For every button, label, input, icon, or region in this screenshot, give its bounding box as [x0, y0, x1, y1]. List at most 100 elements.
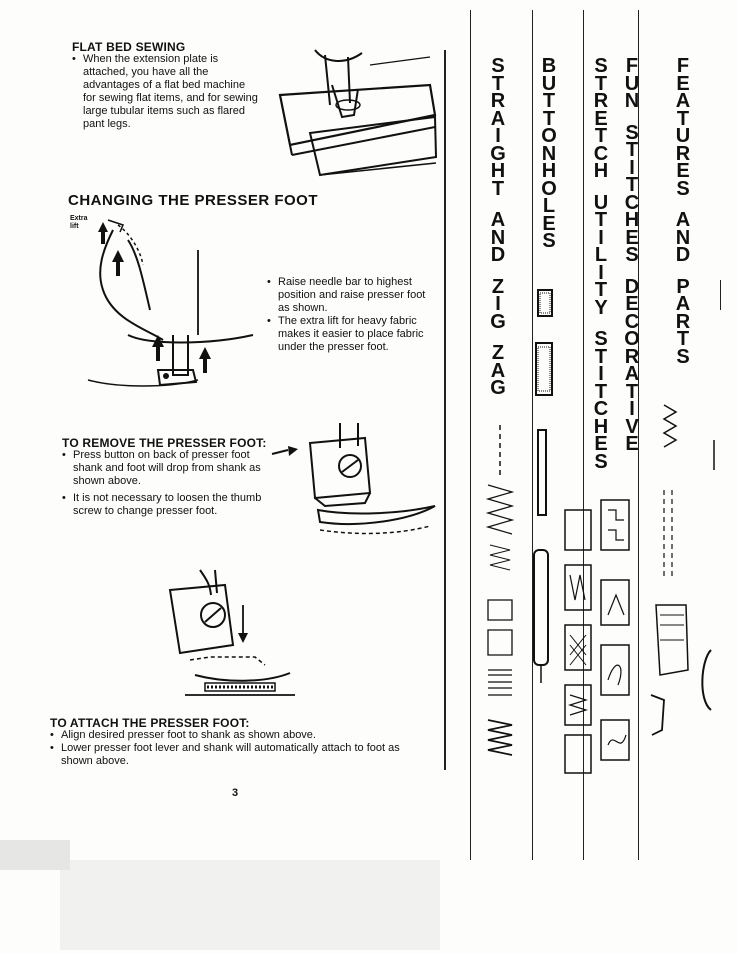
tab-letter: P [676, 275, 690, 298]
tab-letter: T [676, 328, 690, 350]
remove-foot-bullet: It is not necessary to loosen the thumb … [60, 492, 270, 518]
scan-noise [0, 840, 440, 950]
tab-letter: T [542, 107, 556, 130]
tab-letter: T [594, 72, 608, 95]
tab-letter: E [625, 293, 639, 315]
presser-foot-lift-illustration [87, 219, 254, 387]
tab-letter: N [624, 90, 640, 112]
tab-letter: T [491, 72, 505, 95]
tab-letter: A [490, 359, 506, 382]
tab-letter: A [675, 209, 691, 231]
tab-letter: T [491, 177, 505, 200]
tab-letter: H [624, 209, 640, 231]
tab-letter: C [593, 142, 609, 165]
tab-letter: T [594, 380, 608, 403]
tab-letter: B [541, 55, 557, 77]
tab-letter: T [594, 279, 608, 301]
tab-divider-5 [720, 280, 722, 310]
attach-foot-bullets: Align desired presser foot to shank as s… [48, 729, 418, 768]
tab-letter: U [675, 125, 691, 147]
tab-letter: O [541, 125, 557, 147]
tab-letter: S [594, 450, 608, 473]
changing-bullets: Raise needle bar to highest position and… [265, 276, 435, 354]
tab-letter: I [598, 363, 604, 385]
buttonhole-samples [533, 289, 553, 683]
tab-letter: E [676, 72, 690, 95]
tab-letter: I [629, 156, 635, 179]
tab-letter: L [594, 244, 608, 266]
attach-foot-bullet: Lower presser foot lever and shank will … [48, 742, 418, 768]
attach-foot-illustration [168, 569, 295, 696]
tab-letter: I [598, 226, 604, 249]
tab-letter: R [675, 310, 691, 333]
page-number: 3 [232, 787, 239, 799]
tab-letter: H [593, 160, 609, 182]
fun-decorative-samples [600, 499, 630, 761]
tab-letter: H [490, 160, 506, 182]
extra-lift-label: Extra lift [70, 215, 88, 230]
tab-letter: A [675, 90, 691, 112]
remove-foot-bullet: Press button on back of presser foot sha… [60, 449, 270, 488]
tab-letter: T [625, 139, 639, 161]
tab-letter: I [495, 125, 501, 147]
tab-letter: I [629, 398, 635, 420]
tab-letter: S [542, 230, 556, 252]
tab-letter: H [541, 160, 557, 182]
tab-letter: T [625, 174, 639, 196]
tab-letter: U [593, 191, 609, 214]
tab-letter: O [541, 177, 557, 200]
tab-divider-4 [638, 10, 640, 860]
tab-letter: N [490, 226, 506, 249]
tab-letter: A [675, 293, 691, 315]
flat-bed-title: FLAT BED SEWING [72, 40, 186, 54]
features-parts-samples [650, 404, 715, 736]
tab-letter: I [495, 293, 501, 315]
tab-letter: E [594, 433, 608, 455]
changing-presser-foot-title: CHANGING THE PRESSER FOOT [68, 192, 319, 209]
changing-bullet: The extra lift for heavy fabric makes it… [265, 315, 435, 354]
tab-letter: T [542, 90, 556, 112]
tab-letter: Z [491, 342, 505, 364]
tab-letter: E [594, 107, 608, 130]
tab-letter: S [625, 244, 639, 266]
flat-bed-bullet: When the extension plate is attached, yo… [70, 53, 258, 131]
tab-letter: T [625, 380, 639, 403]
tab-letter: G [490, 377, 506, 399]
tab-letter: L [542, 195, 556, 217]
tab-letter: C [624, 191, 640, 214]
tab-letter: D [675, 244, 691, 266]
tab-letter: N [541, 142, 557, 165]
tab-letter: R [675, 142, 691, 165]
tab-letter: D [624, 275, 640, 298]
tab-letter: R [490, 90, 506, 112]
stretch-utility-samples [564, 509, 592, 774]
tab-letter: S [594, 55, 608, 77]
tab-letter: G [490, 142, 506, 165]
tab-letter: N [675, 226, 691, 249]
tab-letter: A [490, 107, 506, 130]
tab-divider-2 [532, 10, 534, 860]
tab-letter: C [624, 310, 640, 333]
tab-letter: C [593, 398, 609, 420]
tab-letter: S [625, 121, 639, 144]
tab-letter: E [542, 212, 556, 235]
tab-letter: S [676, 177, 690, 200]
tab-letter: D [490, 244, 506, 266]
tab-letter: F [625, 55, 639, 77]
tab-letter: O [624, 328, 640, 350]
tab-letter: V [625, 415, 639, 438]
attach-foot-bullet: Align desired presser foot to shank as s… [48, 729, 418, 742]
tab-letter: T [594, 209, 608, 231]
straight-zigzag-stitch-samples [485, 425, 515, 756]
tab-letter: S [676, 345, 690, 368]
tab-letter: A [624, 363, 640, 385]
tab-letter: E [625, 226, 639, 249]
tab-letter: G [490, 310, 506, 333]
remove-foot-illustration [271, 423, 436, 535]
tab-letter: F [676, 55, 690, 77]
